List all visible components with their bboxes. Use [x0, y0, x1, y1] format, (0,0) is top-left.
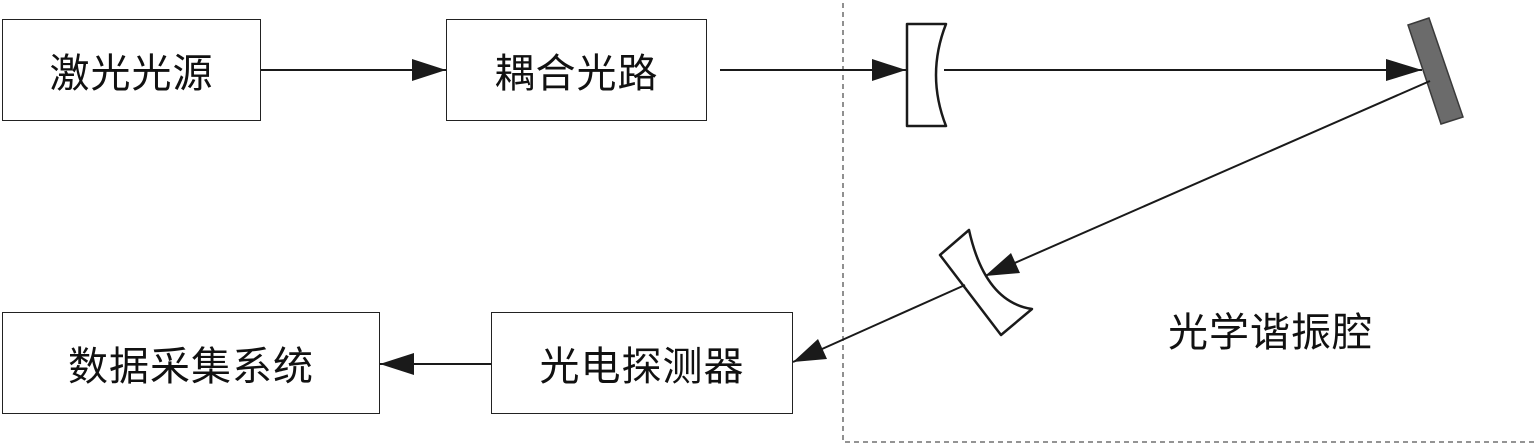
flat-mirror [1407, 17, 1464, 125]
output-concave-mirror [938, 228, 1034, 337]
photodetector-box: 光电探测器 [491, 312, 793, 414]
data-acquisition-label: 数据采集系统 [68, 344, 314, 390]
data-acquisition-box: 数据采集系统 [2, 312, 380, 414]
laser-source-label: 激光光源 [49, 51, 214, 97]
arrowhead-to-photodetector [793, 339, 827, 362]
optical-resonator-label: 光学谐振腔 [1168, 310, 1373, 356]
beam-flat-to-output-mirror [984, 80, 1431, 277]
arrowhead-laser-to-coupling [412, 59, 446, 81]
photodetector-label: 光电探测器 [539, 344, 745, 390]
arrowhead-coupling-to-mirror [872, 59, 906, 81]
coupling-optics-label: 耦合光路 [494, 51, 659, 97]
arrowhead-to-flat-mirror [1386, 59, 1422, 81]
laser-source-box: 激光光源 [2, 19, 261, 121]
input-concave-mirror [905, 22, 948, 128]
arrowhead-photodetector-to-daq [380, 353, 414, 375]
arrowhead-to-output-mirror [985, 253, 1020, 276]
coupling-optics-box: 耦合光路 [446, 19, 707, 121]
